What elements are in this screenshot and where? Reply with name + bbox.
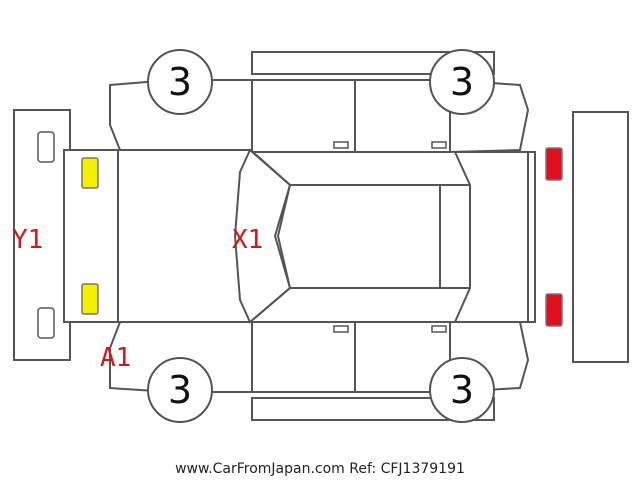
wheel-front-left-label: 3	[168, 60, 192, 104]
wheel-rear-right[interactable]: 3	[429, 357, 495, 423]
wheel-rear-left[interactable]: 3	[429, 49, 495, 115]
taillight-left[interactable]	[545, 147, 563, 181]
right-side-panels[interactable]	[109, 321, 530, 394]
damage-code-front-bumper: Y1	[12, 225, 43, 255]
cabin-glass	[233, 148, 471, 324]
headlight-right[interactable]	[81, 283, 99, 315]
rear-bumper[interactable]	[572, 111, 629, 363]
wheel-front-right-label: 3	[168, 368, 192, 412]
wheel-front-left[interactable]: 3	[147, 49, 213, 115]
damage-code-hood: X1	[232, 225, 263, 255]
reference-footer: www.CarFromJapan.com Ref: CFJ1379191	[175, 461, 465, 477]
taillight-right[interactable]	[545, 293, 563, 327]
damage-code-front-left-fender: A1	[100, 343, 131, 373]
front-bumper[interactable]	[13, 109, 71, 361]
left-side-panels[interactable]	[109, 78, 530, 154]
wheel-front-right[interactable]: 3	[147, 357, 213, 423]
headlight-left[interactable]	[81, 157, 99, 189]
wheel-rear-right-label: 3	[450, 368, 474, 412]
trunk-area[interactable]	[453, 151, 536, 323]
wheel-rear-left-label: 3	[450, 60, 474, 104]
